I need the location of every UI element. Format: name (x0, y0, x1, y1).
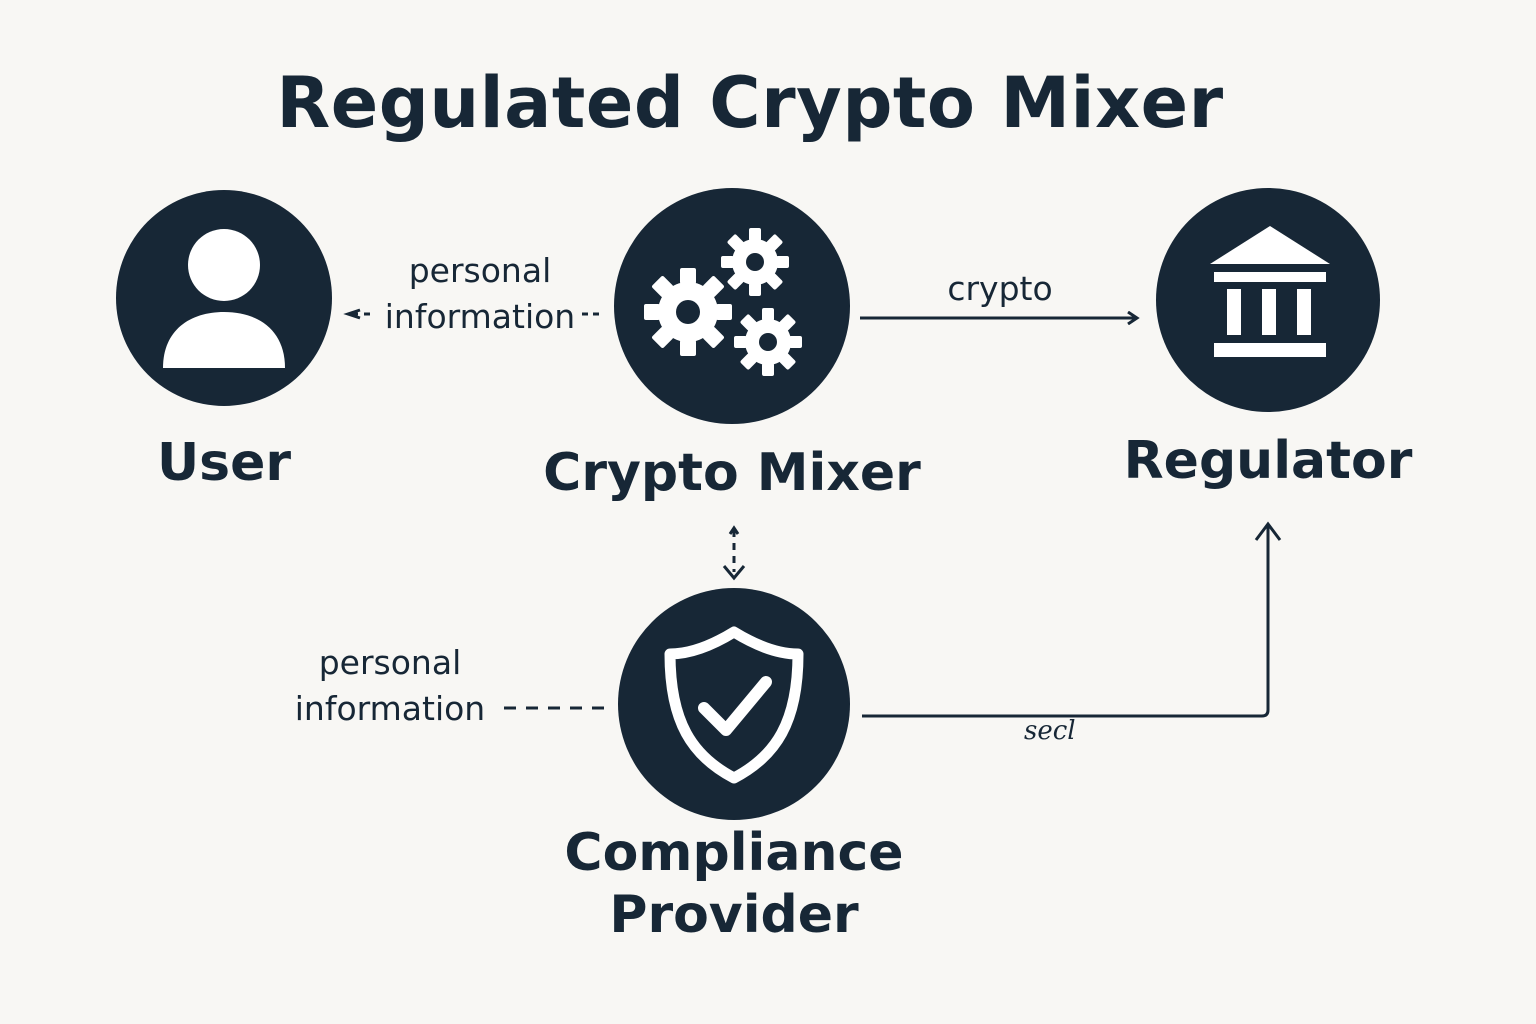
edge-compliance-to-regulator-arrowhead (1254, 521, 1282, 541)
diagram-title: Regulated Crypto Mixer (276, 62, 1224, 144)
edge-mixer-to-user (343, 308, 604, 320)
user-icon (163, 229, 285, 368)
shield-check-icon (664, 626, 804, 784)
edge-mixer-to-user-label: personal information (384, 251, 576, 336)
edge-compliance-to-regulator-line (862, 526, 1270, 718)
regulator-label: Regulator (1123, 431, 1413, 491)
crypto-mixer-label: Crypto Mixer (543, 443, 921, 503)
compliance-provider-node-circle (618, 588, 850, 820)
edge-mixer-to-compliance-arrowhead-up (728, 525, 740, 535)
edge-compliance-to-left-label: personal information (294, 643, 486, 728)
bank-icon (1210, 226, 1330, 357)
edge-compliance-to-regulator-label: secl (1024, 716, 1076, 746)
compliance-provider-node (618, 588, 850, 820)
compliance-provider-label: Compliance Provider (564, 823, 904, 945)
edge-mixer-to-user-arrowhead (343, 308, 361, 320)
edge-mixer-to-compliance (722, 525, 746, 581)
gears-icon (644, 228, 802, 376)
regulator-node (1156, 188, 1380, 412)
user-node (116, 190, 332, 406)
edge-mixer-to-compliance-arrowhead-down (722, 565, 746, 581)
crypto-mixer-node (614, 188, 850, 424)
edge-compliance-to-regulator (862, 521, 1282, 718)
edge-mixer-to-regulator-label: crypto (947, 269, 1053, 308)
user-label: User (156, 433, 292, 493)
